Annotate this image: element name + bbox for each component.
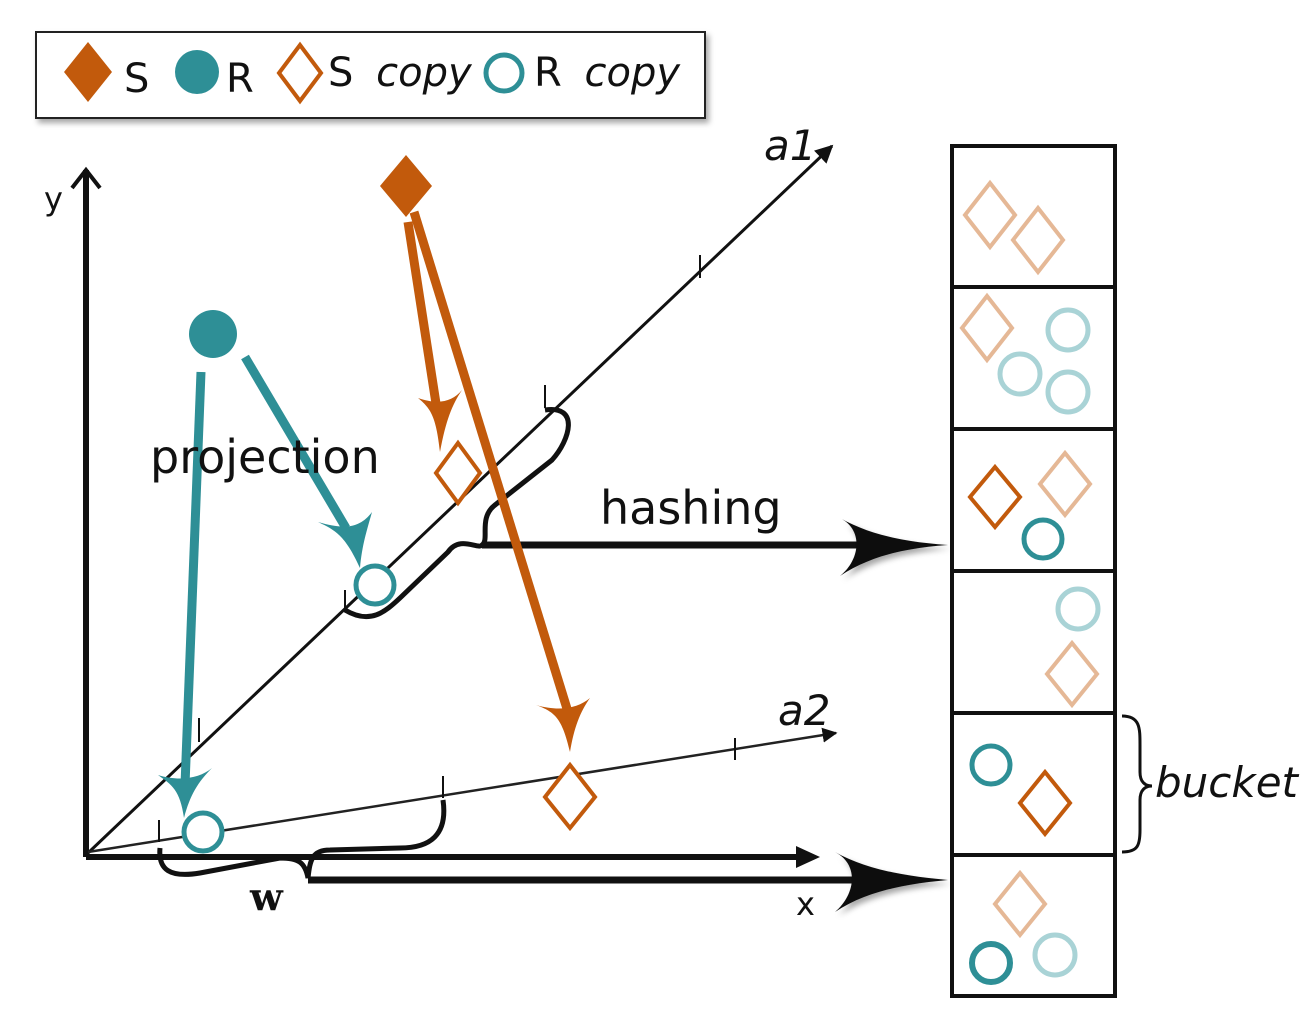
bucket-4 xyxy=(1044,586,1101,709)
hashing-arrowhead-a2-icon xyxy=(835,852,948,912)
legend-s-copy-diamond-icon xyxy=(276,41,324,105)
a1-label: a1 xyxy=(764,121,816,170)
s-copy-a2-diamond-icon xyxy=(542,761,598,832)
r-point-circle-icon xyxy=(189,310,237,358)
r-copy-circle-icon xyxy=(1021,517,1065,561)
a2-label: a2 xyxy=(778,686,830,735)
x-axis-label: x xyxy=(796,885,815,923)
legend-s-label: S xyxy=(124,56,149,102)
x-axis-arrowhead-icon xyxy=(796,846,820,868)
hashing-arrowhead-a1-icon xyxy=(840,518,948,576)
s-to-a2-arrow xyxy=(409,210,573,714)
hashing-label: hashing xyxy=(600,481,782,535)
coordinate-axes: y x xyxy=(44,166,820,923)
legend-r-copy-suffix: copy xyxy=(585,50,682,96)
bucket-6 xyxy=(969,869,1078,985)
legend-s-diamond-icon xyxy=(64,42,112,102)
s-copy-diamond-icon xyxy=(959,292,1015,364)
r-to-a1-arrow xyxy=(241,354,350,531)
r-to-a1-arrowhead-icon xyxy=(318,512,372,568)
legend: S R S copy R copy xyxy=(35,31,706,119)
r-to-a2-arrow xyxy=(180,371,206,786)
s-copy-diamond-icon xyxy=(1044,639,1100,709)
s-copy-diamond-icon xyxy=(1037,449,1093,519)
legend-r-circle-icon xyxy=(175,50,219,94)
legend-r-copy-label: R xyxy=(534,50,562,96)
s-to-a1-arrowhead-icon xyxy=(418,390,462,452)
legend-s-copy-suffix: copy xyxy=(376,50,473,96)
legend-r-copy-text: R copy xyxy=(534,50,681,96)
legend-r-copy-circle-icon xyxy=(483,52,525,94)
s-copy-diamond-icon xyxy=(962,179,1018,251)
legend-box xyxy=(35,31,706,119)
y-axis-arrowhead-icon xyxy=(70,166,102,190)
bucket-brace xyxy=(1121,714,1153,854)
r-copy-a2-circle-icon xyxy=(181,810,225,854)
s-copy-diamond-icon xyxy=(1010,204,1066,276)
bucket-1 xyxy=(962,179,1066,276)
r-copy-circle-icon xyxy=(1032,932,1078,978)
projection-label: projection xyxy=(150,430,380,484)
bucket-5 xyxy=(969,743,1073,838)
y-axis-label: y xyxy=(44,180,63,218)
s-copy-a1-diamond-icon xyxy=(433,439,483,507)
r-copy-circle-icon xyxy=(997,351,1043,397)
hashing-arrows xyxy=(308,518,948,912)
bucket-2 xyxy=(959,292,1091,415)
s-to-a1-arrow xyxy=(403,221,442,411)
r-copy-a1-circle-icon xyxy=(353,563,397,607)
original-points xyxy=(189,155,432,358)
s-projection-arrows xyxy=(403,210,590,752)
r-copy-circle-icon xyxy=(969,941,1013,985)
s-to-a2-arrowhead-icon xyxy=(536,698,590,752)
r-copy-circle-icon xyxy=(969,743,1013,787)
bucket-3 xyxy=(967,449,1093,561)
projected-points xyxy=(181,439,598,854)
hash-table xyxy=(950,144,1117,998)
r-copy-circle-icon xyxy=(1055,586,1101,632)
s-copy-diamond-icon xyxy=(967,463,1023,531)
r-copy-circle-icon xyxy=(1045,369,1091,415)
r-projection-arrows xyxy=(158,354,372,818)
r-copy-circle-icon xyxy=(1045,307,1091,353)
legend-s-copy-label: S xyxy=(328,50,353,96)
s-point-diamond-icon xyxy=(380,155,432,217)
s-copy-diamond-icon xyxy=(992,869,1048,939)
width-w-label: w xyxy=(249,874,284,919)
legend-r-label: R xyxy=(226,56,254,102)
bucket-label: bucket xyxy=(1155,758,1300,807)
r-to-a2-arrowhead-icon xyxy=(158,768,212,818)
s-copy-diamond-icon xyxy=(1017,768,1073,838)
legend-s-copy-text: S copy xyxy=(328,50,473,96)
